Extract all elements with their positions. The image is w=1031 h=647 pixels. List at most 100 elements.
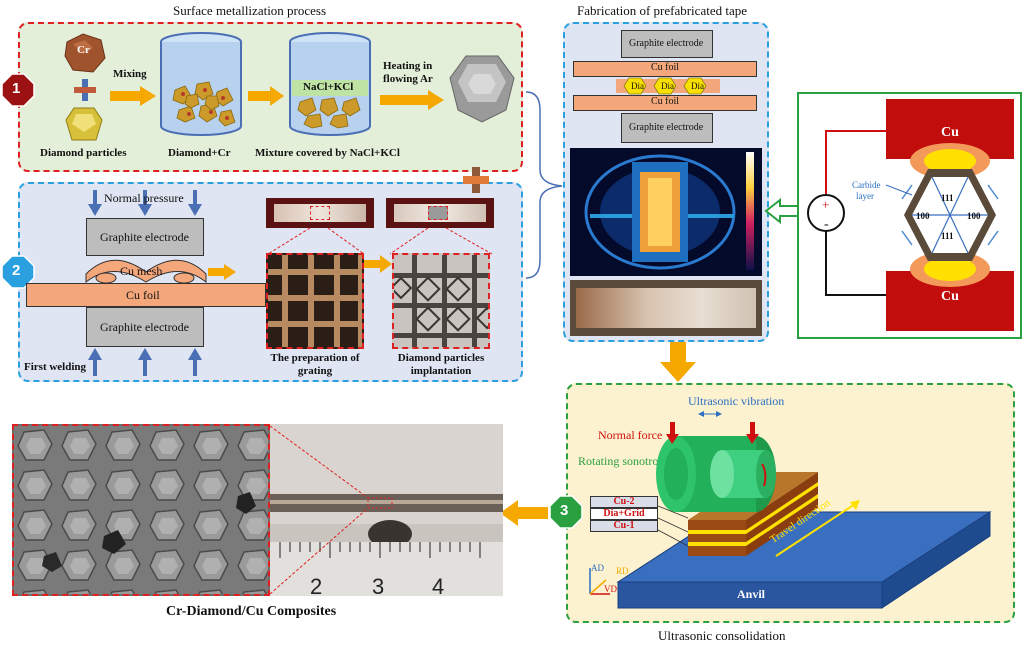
caption-diamond-cr: Diamond+Cr [168, 147, 231, 159]
rotating-sonotrode-label: Rotating sonotrode [578, 454, 670, 468]
tape-cu-foil-bottom [573, 95, 757, 111]
implant-pattern [394, 255, 488, 347]
cu-foil [26, 283, 266, 307]
sinter-cu-top: Cu [941, 125, 959, 140]
layer-cu1-box [590, 520, 658, 532]
face-right: 100 [967, 211, 981, 221]
dia-label-3: Dia [691, 81, 704, 91]
sinter-minus: - [824, 217, 829, 232]
face-left: 100 [916, 211, 930, 221]
first-welding-label: First welding [24, 361, 87, 373]
graphite-electrode-top [86, 218, 204, 256]
composite-photo [270, 424, 503, 596]
grating-to-implant-arrow [364, 255, 392, 273]
cu-mesh [85, 259, 207, 284]
dia-label-2: Dia [661, 81, 674, 91]
thermal-render [584, 152, 754, 270]
tape-panel-title: Fabrication of prefabricated tape [577, 3, 747, 18]
face-bottom: 111 [941, 231, 954, 241]
layer-cu1-label: Cu-1 [613, 520, 635, 531]
step-2-badge [1, 255, 35, 289]
heating-arrow [380, 90, 444, 110]
grating-strip-photo [266, 198, 374, 228]
axis-vd: VD [604, 584, 617, 594]
caption-grating-2: grating [297, 365, 333, 377]
panel1-title: Surface metallization process [173, 3, 327, 18]
graphite-electrode-bottom [86, 307, 204, 347]
layer-cu2-label: Cu-2 [613, 496, 635, 507]
panel3-title: Ultrasonic consolidation [658, 628, 786, 643]
cr-label: Cr [77, 44, 90, 56]
beaker-diamond-cr [160, 32, 242, 136]
step-3-badge [549, 495, 583, 529]
pressure-arrows-top [88, 190, 202, 216]
layer-grid-box [590, 508, 658, 520]
normal-pressure-label: Normal pressure [104, 191, 184, 205]
zoom-lines [267, 227, 493, 255]
tape-cu-foil-top-label: Cu foil [651, 62, 680, 73]
merge-brace [525, 91, 563, 279]
tape-dia-row [616, 77, 720, 95]
step-1-number: 1 [12, 80, 21, 97]
anvil-label: Anvil [737, 587, 766, 601]
grating-pattern [268, 255, 362, 347]
salt-label: NaCl+KCl [303, 81, 354, 93]
result-caption: Cr-Diamond/Cu Composites [166, 604, 337, 619]
plus-icon [74, 79, 96, 101]
ruler-number-4: 4 [432, 574, 445, 599]
layer-grid-label: Dia+Grid [603, 508, 645, 519]
caption-grating-1: The preparation of [270, 352, 360, 364]
dia-label-1: Dia [631, 81, 644, 91]
diamond-particle-icon [65, 107, 103, 141]
face-top: 111 [941, 193, 954, 203]
mesh-arrow [208, 264, 236, 280]
axis-ad: AD [591, 563, 604, 573]
sinter-diagram [807, 99, 1014, 331]
heating-label-2: flowing Ar [383, 73, 433, 85]
sem-zoom-lines [269, 425, 369, 595]
mixing-arrow [110, 86, 156, 106]
tape-graphite-top-label: Graphite electrode [629, 38, 704, 49]
tape-graphite-bottom-label: Graphite electrode [629, 122, 704, 133]
sem-render [14, 426, 268, 594]
composite-render [270, 424, 503, 596]
normal-force-label: Normal force [598, 428, 663, 442]
caption-mixture: Mixture covered by NaCl+KCl [255, 147, 400, 159]
sinter-plus: + [822, 197, 830, 212]
sem-micrograph [12, 424, 270, 596]
step-3-number: 3 [560, 502, 569, 519]
ruler-number-2: 2 [310, 574, 323, 599]
carbide-label-2: layer [856, 191, 874, 201]
mixing-label: Mixing [113, 68, 147, 80]
tape-cu-foil-bottom-label: Cu foil [651, 96, 680, 107]
caption-implant-1: Diamond particles [397, 352, 485, 364]
step-2-number: 2 [12, 262, 21, 279]
cu-foil-label: Cu foil [126, 288, 160, 302]
ruler-number-3: 3 [372, 574, 385, 599]
layer-cu2-box [590, 496, 658, 508]
grating-micrograph [266, 253, 364, 349]
implant-micrograph [392, 253, 490, 349]
sinter-to-tape-arrow [764, 198, 799, 224]
tape-graphite-top [621, 30, 713, 58]
graphite-top-label: Graphite electrode [100, 230, 189, 244]
beaker-salt-mixture [289, 32, 371, 136]
thermal-image [570, 148, 762, 276]
tape-graphite-bottom [621, 113, 713, 143]
step-1-badge [1, 73, 35, 107]
arrow-to-salt [248, 86, 284, 106]
consolidation-diagram [589, 411, 992, 609]
pressure-arrows-bottom [88, 348, 202, 376]
tape-photo [570, 280, 762, 336]
sinter-cu-bottom: Cu [941, 289, 959, 304]
plus-icon-2 [463, 167, 489, 193]
tape-cu-foil-top [573, 61, 757, 77]
heating-label-1: Heating in [383, 60, 433, 72]
caption-diamond-particles: Diamond particles [40, 147, 127, 159]
consolidation-to-result-arrow [500, 500, 548, 526]
cu-mesh-label: Cu mesh [120, 264, 163, 278]
ultrasonic-vibration-label: Ultrasonic vibration [688, 394, 785, 408]
tape-to-consolidation-arrow [660, 342, 696, 382]
axis-rd: RD [616, 566, 629, 576]
implant-strip-photo [386, 198, 494, 228]
